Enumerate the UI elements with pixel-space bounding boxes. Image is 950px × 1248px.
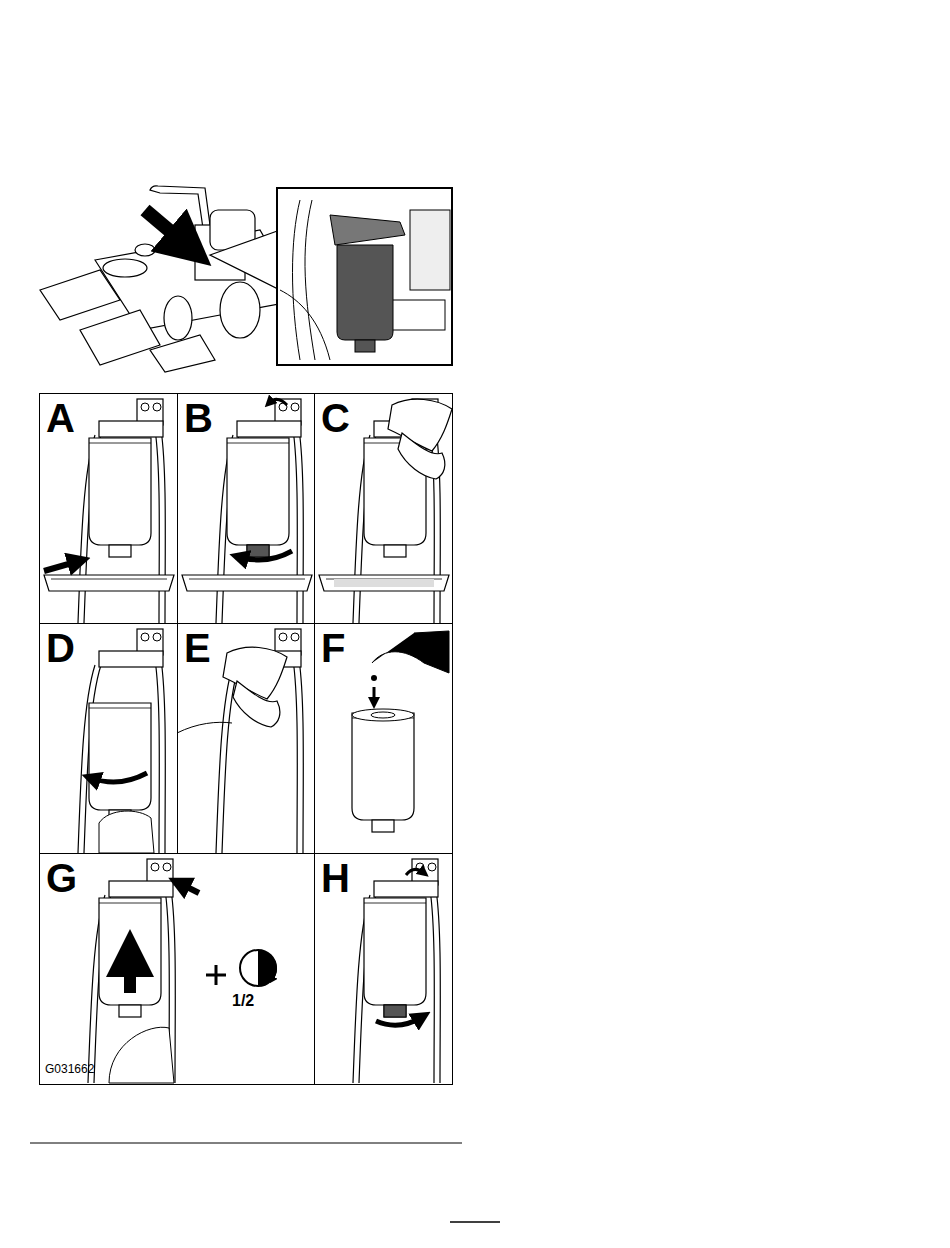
step-panel: E: [177, 623, 315, 854]
step-letter: F: [321, 628, 345, 668]
detail-inset: [277, 188, 452, 365]
step-letter: D: [46, 628, 75, 668]
turn-fraction: 1/2: [232, 993, 254, 1009]
step-letter: G: [46, 858, 77, 898]
step-panel: G: [39, 853, 315, 1085]
step-panel: F: [314, 623, 453, 854]
step-letter: H: [321, 858, 350, 898]
step-panel: A: [39, 393, 178, 624]
step-panel: C: [314, 393, 453, 624]
figure-id: G031662: [45, 1063, 94, 1075]
step-letter: E: [184, 628, 211, 668]
step-letter: A: [46, 398, 75, 438]
step-panel: H: [314, 853, 453, 1085]
footer-rule: [30, 1143, 462, 1144]
step-letter: C: [321, 398, 350, 438]
page-rule: [450, 1221, 500, 1223]
machine-overview: [40, 186, 300, 372]
step-panel: B: [177, 393, 315, 624]
locator-arrow: [145, 210, 190, 248]
step-letter: B: [184, 398, 213, 438]
step-panel: D: [39, 623, 178, 854]
